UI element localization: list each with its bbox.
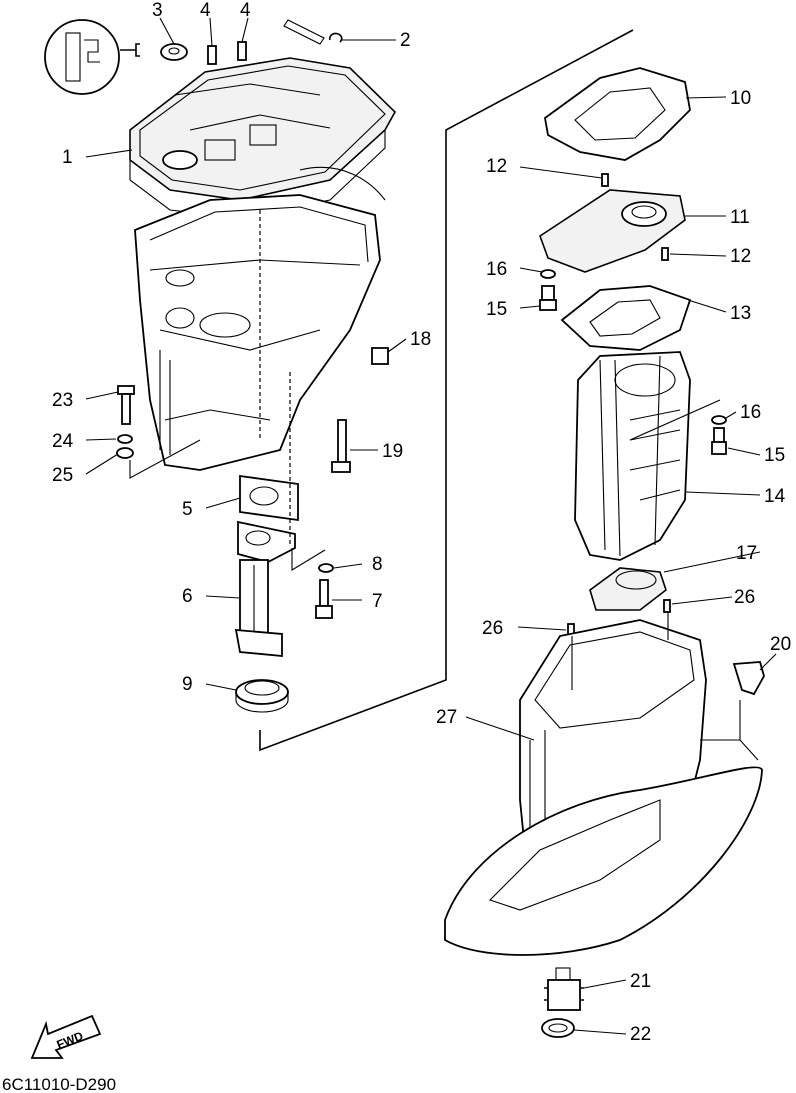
callout-8: 7: [372, 591, 383, 612]
part-2-pin: [283, 19, 343, 45]
part-4-dowels: [207, 41, 247, 65]
part-23-bolt: [117, 385, 135, 425]
part-9-washer: [318, 563, 334, 573]
part-27-lower-casing: [444, 619, 763, 956]
callout-labels: 3 4 4 2 1 10 12 11 12 16 15 13 18 23 16 …: [52, 0, 791, 1045]
callout-27: 27: [436, 707, 457, 728]
callout-17: 17: [736, 543, 757, 564]
part-15-bolt-lower: [711, 427, 727, 455]
callout-12a: 12: [486, 156, 507, 177]
inset-detail: [44, 19, 140, 95]
callout-18: 18: [410, 329, 431, 350]
callout-22: 22: [630, 1024, 651, 1045]
callout-16b: 16: [740, 402, 761, 423]
callout-13: 13: [730, 303, 751, 324]
drawing-code: 6C11010-D290: [2, 1075, 116, 1093]
part-5-gasket: [239, 474, 299, 522]
part-15-bolt-upper: [539, 285, 557, 311]
part-10-gasket: [544, 67, 691, 161]
part-18-nut: [371, 347, 389, 365]
part-3-washer: [160, 43, 188, 61]
callout-4a: 4: [200, 0, 211, 21]
part-17-seal: [589, 567, 667, 611]
part-11-plate: [539, 189, 686, 273]
callout-11: 11: [730, 207, 750, 228]
leader-lines: [85, 17, 777, 1035]
callout-2: 2: [400, 30, 411, 51]
callout-14: 14: [764, 486, 786, 507]
upper-casing-body: [134, 166, 386, 471]
callout-16a: 16: [486, 259, 507, 280]
callout-15b: 15: [764, 445, 785, 466]
part-13-gasket: [560, 285, 692, 351]
callout-9: 8: [372, 554, 383, 575]
callout-10: 10: [730, 88, 751, 109]
callout-1: 1: [62, 147, 73, 168]
callout-5: 5: [182, 499, 193, 520]
callout-15a: 15: [486, 299, 507, 320]
callout-19: 19: [382, 441, 403, 462]
callout-6: 6: [182, 586, 193, 607]
callout-26b: 26: [482, 618, 503, 639]
part-16-washer-lower: [711, 415, 727, 425]
assembly-lines: [129, 29, 741, 752]
part-19-stud: [331, 419, 351, 473]
part-20-cap: [732, 661, 765, 696]
part-6-exhaust-pipe: [234, 520, 296, 657]
part-14-exhaust-guide: [574, 351, 691, 561]
part-1-upper-plate: [129, 57, 396, 219]
callout-20: 20: [770, 634, 791, 655]
part-21-impeller: [544, 967, 584, 1011]
part-8-bolt: [315, 579, 333, 619]
callout-3: 3: [152, 0, 163, 21]
fwd-arrow: FWD: [30, 1014, 102, 1059]
callout-12b: 12: [730, 246, 751, 267]
part-24-washer: [117, 434, 133, 444]
callout-25: 25: [52, 465, 73, 486]
part-22-circlip: [541, 1018, 575, 1038]
callout-23: 23: [52, 390, 73, 411]
callout-21: 21: [630, 971, 651, 992]
callout-7: 9: [182, 674, 193, 695]
callout-4b: 4: [240, 0, 251, 21]
part-7-seal: [235, 679, 289, 713]
part-25-washer: [116, 447, 134, 459]
callout-26a: 26: [734, 587, 755, 608]
part-12-dowels: [601, 173, 669, 261]
part-16-washer-upper: [540, 269, 556, 279]
callout-24: 24: [52, 431, 74, 452]
